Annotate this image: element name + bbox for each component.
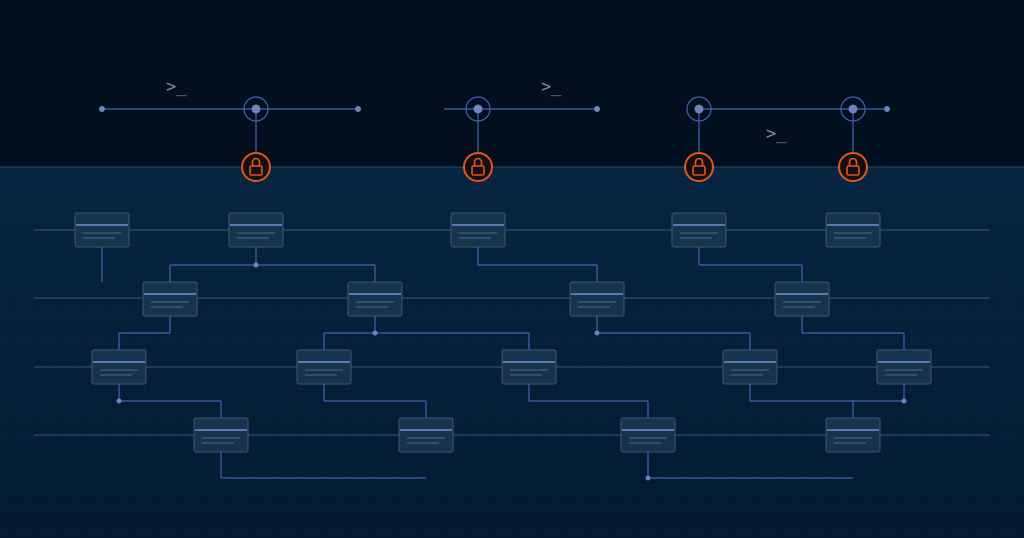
- rail-end-dot: [99, 106, 105, 112]
- lock-shackle: [251, 157, 261, 166]
- card-frame: [774, 281, 830, 317]
- lock-shackle: [473, 157, 483, 166]
- terminal-prompts: >_ >_ >_: [166, 77, 787, 144]
- junction-dot: [645, 475, 651, 481]
- top-band: [0, 0, 1024, 167]
- lock-ring: [463, 152, 493, 182]
- access-node-ring: [465, 96, 491, 122]
- record-card: [91, 349, 147, 385]
- record-card: [501, 349, 557, 385]
- record-card: [620, 417, 676, 453]
- rail-end-dot: [355, 106, 361, 112]
- card-frame: [142, 281, 198, 317]
- record-card: [722, 349, 778, 385]
- card-frame: [228, 212, 284, 248]
- access-rails: [99, 96, 890, 153]
- card-frame: [347, 281, 403, 317]
- card-frame: [501, 349, 557, 385]
- terminal-prompt-icon: >_: [166, 77, 187, 97]
- terminal-prompt-icon: >_: [766, 124, 787, 144]
- junction-dot: [901, 398, 907, 404]
- terminal-prompt-icon: >_: [541, 77, 562, 97]
- record-card: [825, 417, 881, 453]
- lock-ring: [838, 152, 868, 182]
- lock-body: [471, 165, 485, 176]
- record-card: [193, 417, 249, 453]
- lock-gateways: [241, 152, 868, 182]
- record-card: [142, 281, 198, 317]
- lock-shackle: [694, 157, 704, 166]
- card-frame: [398, 417, 454, 453]
- record-card: [774, 281, 830, 317]
- record-card: [228, 212, 284, 248]
- card-frame: [825, 212, 881, 248]
- record-card: [569, 281, 625, 317]
- record-card: [296, 349, 352, 385]
- lock-ring: [684, 152, 714, 182]
- access-node-icon: [473, 104, 483, 114]
- record-card: [398, 417, 454, 453]
- card-frame: [569, 281, 625, 317]
- card-frame: [296, 349, 352, 385]
- card-frame: [876, 349, 932, 385]
- card-frame: [91, 349, 147, 385]
- lock-ring: [241, 152, 271, 182]
- card-frame: [193, 417, 249, 453]
- access-node-icon: [848, 104, 858, 114]
- access-node-ring: [243, 96, 269, 122]
- record-card: [825, 212, 881, 248]
- card-frame: [825, 417, 881, 453]
- card-frame: [74, 212, 130, 248]
- access-node-icon: [251, 104, 261, 114]
- connectors: [101, 247, 907, 481]
- junction-dot: [372, 330, 378, 336]
- record-card: [74, 212, 130, 248]
- record-card: [450, 212, 506, 248]
- junction-dot: [116, 398, 122, 404]
- card-frame: [620, 417, 676, 453]
- record-card: [876, 349, 932, 385]
- lock-body: [692, 165, 706, 176]
- lock-icon: [241, 152, 271, 182]
- card-frame: [450, 212, 506, 248]
- record-card: [347, 281, 403, 317]
- card-frame: [671, 212, 727, 248]
- lock-body: [846, 165, 860, 176]
- rail-end-dot: [594, 106, 600, 112]
- junction-dot: [594, 330, 600, 336]
- lock-icon: [838, 152, 868, 182]
- lock-shackle: [848, 157, 858, 166]
- lock-body: [249, 165, 263, 176]
- record-cards: [74, 212, 932, 453]
- rail-end-dot: [884, 106, 890, 112]
- access-node-ring: [686, 96, 712, 122]
- lock-icon: [684, 152, 714, 182]
- lock-icon: [463, 152, 493, 182]
- record-card: [671, 212, 727, 248]
- junction-dot: [253, 262, 259, 268]
- access-node-icon: [694, 104, 704, 114]
- card-frame: [722, 349, 778, 385]
- access-node-ring: [840, 96, 866, 122]
